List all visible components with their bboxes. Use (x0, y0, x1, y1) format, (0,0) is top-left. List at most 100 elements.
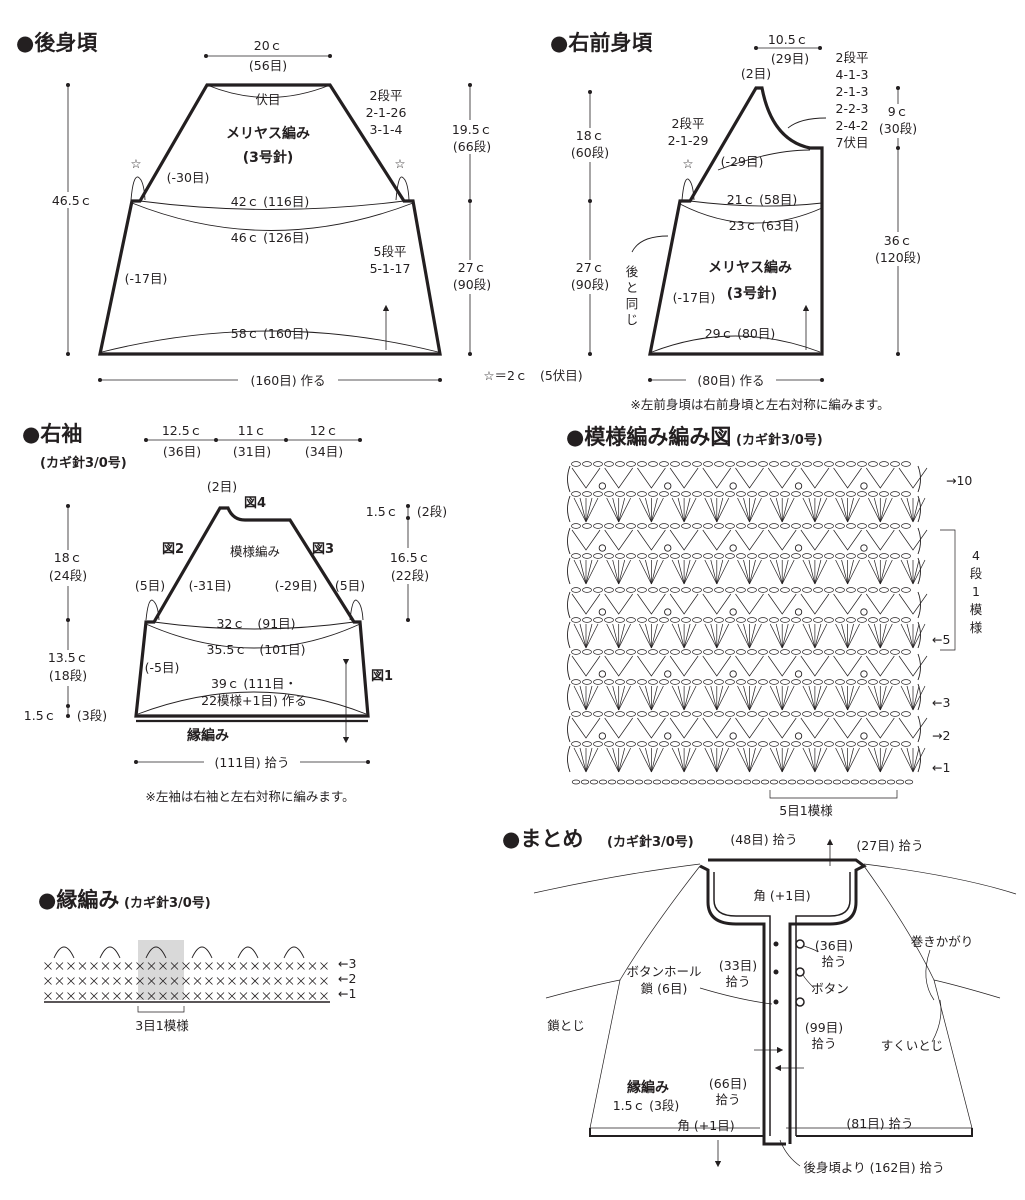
double-crochet-symbol (606, 747, 620, 773)
chain-stitch-symbol (813, 679, 823, 685)
chain-stitch-symbol (725, 679, 735, 685)
chain-stitch-symbol (747, 491, 757, 497)
front-sh-2: 2-1-29 (668, 133, 709, 148)
double-crochet-symbol (704, 747, 718, 773)
double-crochet-symbol (912, 559, 920, 585)
assembly-section: ●まとめ (カギ針3/0号) (48目) 拾う (27目) 拾う 角 (+1目) (502, 827, 1017, 1175)
double-crochet-symbol (651, 623, 664, 649)
assembly-whip: 巻きかがり (911, 934, 974, 949)
chain-stitch-symbol (813, 587, 823, 593)
turning-chain-symbol (917, 495, 921, 523)
double-crochet-symbol (879, 623, 887, 649)
chain-stitch-symbol (637, 741, 647, 747)
chain-stitch-symbol (571, 461, 581, 467)
chain-stitch-symbol (758, 461, 768, 467)
fan-stitch-symbol (898, 529, 928, 551)
picot-symbol (664, 732, 672, 740)
front-star: ☆ (682, 156, 693, 171)
double-crochet-symbol (737, 559, 750, 585)
chain-stitch-symbol (868, 741, 878, 747)
double-crochet-symbol (606, 685, 620, 711)
double-crochet-symbol (612, 685, 620, 711)
chain-stitch-symbol (659, 711, 669, 717)
chain-stitch-symbol (879, 523, 889, 529)
back-title: ●後身頃 (16, 31, 98, 55)
chain-stitch-symbol (692, 461, 702, 467)
picot-arc-symbol (283, 946, 305, 959)
sleeve-fig1: 図1 (371, 669, 393, 684)
chain-stitch-symbol (824, 587, 834, 593)
chain-stitch-symbol (879, 617, 889, 623)
chain-stitch-symbol (648, 649, 658, 655)
double-crochet-symbol (677, 559, 685, 585)
back-shaping-3: 3-1-4 (370, 122, 403, 137)
assembly-band-left-inner (713, 872, 771, 1136)
chain-stitch-symbol (901, 649, 911, 655)
chain-stitch-symbol (703, 617, 713, 623)
double-crochet-symbol (847, 747, 854, 773)
double-crochet-symbol (879, 747, 893, 773)
fan-stitch-symbol (669, 529, 699, 551)
single-crochet-symbol (170, 977, 179, 985)
sleeve-w35: 35.5ｃ (101目) (207, 642, 306, 657)
back-w42: 42ｃ (116目) (231, 194, 310, 209)
single-crochet-symbol (205, 962, 213, 970)
front-top-width: 10.5ｃ (768, 32, 808, 47)
chain-stitch-symbol (692, 491, 702, 497)
double-crochet-symbol (651, 747, 664, 773)
foundation-chain-symbol (589, 779, 599, 785)
crochet-chart-grid (567, 461, 928, 785)
double-crochet-symbol (683, 497, 697, 523)
double-crochet-symbol (579, 747, 587, 773)
picot-symbol (664, 482, 672, 490)
double-crochet-symbol (743, 685, 750, 711)
buttonhole-icon (773, 969, 779, 975)
double-crochet-symbol (683, 559, 691, 585)
single-crochet-symbol (297, 977, 305, 985)
fan-stitch-symbol (669, 467, 699, 489)
chart-row-10: →10 (946, 473, 972, 488)
single-crochet-symbol (205, 977, 213, 985)
turning-chain-symbol (917, 653, 921, 681)
chain-stitch-symbol (703, 679, 713, 685)
double-crochet-symbol (585, 497, 593, 523)
chain-stitch-symbol (615, 491, 625, 497)
foundation-chain-symbol (661, 779, 671, 785)
chain-stitch-symbol (780, 711, 790, 717)
assembly-slip-pointer (931, 999, 942, 1043)
double-crochet-symbol (716, 747, 724, 773)
double-crochet-symbol (912, 685, 920, 711)
chain-stitch-symbol (692, 649, 702, 655)
chain-stitch-symbol (648, 711, 658, 717)
fan-stitch-symbol (767, 655, 797, 677)
chain-stitch-symbol (791, 649, 801, 655)
double-crochet-symbol (612, 623, 620, 649)
single-crochet-symbol (136, 977, 144, 985)
double-crochet-symbol (618, 685, 626, 711)
chain-stitch-symbol (824, 491, 834, 497)
chain-stitch-symbol (692, 711, 702, 717)
double-crochet-symbol (749, 685, 756, 711)
chain-stitch-symbol (835, 587, 845, 593)
chain-stitch-symbol (769, 741, 779, 747)
edging-highlight (138, 940, 184, 1000)
chain-stitch-symbol (692, 523, 702, 529)
single-crochet-symbol (251, 977, 259, 985)
turning-chain-symbol (567, 621, 571, 649)
double-crochet-symbol (716, 685, 730, 711)
double-crochet-symbol (651, 623, 658, 649)
single-crochet-symbol (136, 992, 144, 1000)
chain-stitch-symbol (857, 617, 867, 623)
chain-stitch-symbol (670, 617, 680, 623)
chain-stitch-symbol (637, 617, 647, 623)
front-h18: 18ｃ (576, 128, 604, 143)
chain-stitch-symbol (868, 523, 878, 529)
fan-stitch-symbol (866, 467, 895, 489)
single-crochet-symbol (320, 977, 328, 985)
assembly-left-sleeve (545, 979, 621, 999)
chain-stitch-symbol (681, 741, 691, 747)
chain-stitch-symbol (857, 649, 867, 655)
chain-stitch-symbol (615, 587, 625, 593)
single-crochet-symbol (90, 977, 98, 985)
